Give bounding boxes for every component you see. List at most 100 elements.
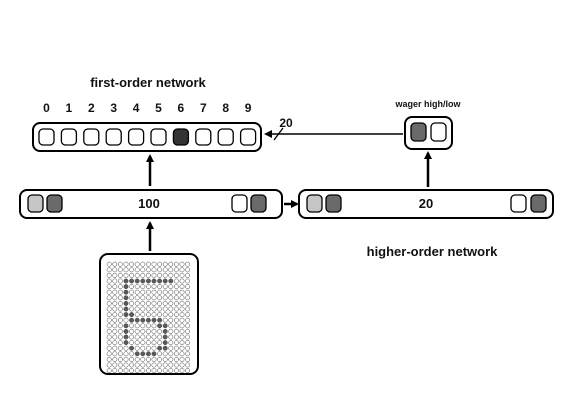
input-pixel-off <box>151 312 157 318</box>
input-pixel-off <box>129 340 135 346</box>
hidden-unit <box>510 194 527 213</box>
input-pixel-off <box>145 345 151 351</box>
input-pixel-off <box>168 323 174 329</box>
input-pixel-off <box>123 351 129 357</box>
input-pixel-off <box>117 300 123 306</box>
input-pixel-off <box>151 267 157 273</box>
input-pixel-off <box>140 261 146 267</box>
input-pixel-off <box>112 278 118 284</box>
input-pixel-off <box>173 272 179 278</box>
input-pixel-off <box>162 368 168 374</box>
input-pixel-off <box>123 267 129 273</box>
input-pixel-off <box>157 312 163 318</box>
input-pixel-off <box>134 267 140 273</box>
input-pixel-off <box>145 323 151 329</box>
input-pixel-off <box>157 362 163 368</box>
input-pixel-off <box>106 351 112 357</box>
input-pixel-off <box>173 261 179 267</box>
input-pixel-on <box>123 284 129 290</box>
input-pixel-off <box>157 300 163 306</box>
input-pixel-off <box>145 261 151 267</box>
input-pixel-off <box>173 351 179 357</box>
input-pixel-on <box>145 317 151 323</box>
input-pixel-off <box>129 295 135 301</box>
input-pixel-off <box>179 295 185 301</box>
input-pixel-off <box>168 340 174 346</box>
input-pixel-off <box>129 323 135 329</box>
first-order-hidden-units-label: 100 <box>138 196 160 211</box>
output-unit-0 <box>38 128 55 146</box>
output-unit-2 <box>83 128 100 146</box>
input-pixel-off <box>145 368 151 374</box>
hidden-unit <box>27 194 44 213</box>
input-pixel-off <box>134 261 140 267</box>
input-pixel-off <box>173 362 179 368</box>
input-pixel-off <box>179 300 185 306</box>
input-pixel-off <box>145 295 151 301</box>
input-pixel-off <box>106 272 112 278</box>
input-pixel-off <box>106 368 112 374</box>
input-pixel-off <box>145 334 151 340</box>
input-pixel-off <box>117 317 123 323</box>
input-pixel-off <box>168 334 174 340</box>
hidden-unit <box>46 194 63 213</box>
input-pixel-on <box>129 345 135 351</box>
input-pixel-off <box>173 340 179 346</box>
input-pixel-off <box>162 289 168 295</box>
input-pixel-off <box>145 289 151 295</box>
input-pixel-off <box>117 328 123 334</box>
input-pixel-on <box>140 351 146 357</box>
input-pixel-off <box>168 362 174 368</box>
input-pixel-off <box>145 267 151 273</box>
input-pixel-on <box>162 340 168 346</box>
input-pixel-off <box>112 368 118 374</box>
input-pixel-off <box>157 328 163 334</box>
input-pixel-off <box>134 306 140 312</box>
input-pixel-on <box>162 345 168 351</box>
input-pixel-off <box>106 278 112 284</box>
input-pixel-off <box>173 278 179 284</box>
input-pixel-off <box>112 362 118 368</box>
input-pixel-off <box>168 356 174 362</box>
input-pixel-off <box>162 261 168 267</box>
input-pixel-off <box>162 356 168 362</box>
input-pixel-off <box>185 261 191 267</box>
output-unit-4 <box>127 128 145 146</box>
input-pixel-off <box>106 306 112 312</box>
input-pixel-off <box>123 362 129 368</box>
input-pixel-on <box>129 278 135 284</box>
input-pixel-off <box>129 289 135 295</box>
input-pixel-on <box>123 295 129 301</box>
input-pixel-off <box>185 345 191 351</box>
input-pixel-off <box>151 295 157 301</box>
input-pixel-off <box>179 306 185 312</box>
input-pixel-off <box>123 261 129 267</box>
input-pixel-off <box>168 317 174 323</box>
input-pixel-off <box>106 345 112 351</box>
input-pixel-off <box>117 345 123 351</box>
input-pixel-off <box>185 306 191 312</box>
input-pixel-off <box>179 261 185 267</box>
input-pixel-off <box>179 368 185 374</box>
input-pixel-off <box>145 328 151 334</box>
input-pixel-off <box>129 261 135 267</box>
output-units <box>38 128 257 146</box>
input-pixel-off <box>173 306 179 312</box>
input-pixel-off <box>117 340 123 346</box>
output-unit-1 <box>60 128 78 146</box>
input-pixel-off <box>179 345 185 351</box>
input-pixel-on <box>145 351 151 357</box>
input-pixel-off <box>157 351 163 357</box>
input-pixel-off <box>168 267 174 273</box>
input-pixel-off <box>185 284 191 290</box>
input-pixel-off <box>145 312 151 318</box>
input-pixel-on <box>162 334 168 340</box>
first-order-network-title: first-order network <box>90 75 206 90</box>
input-pixel-off <box>140 267 146 273</box>
input-pixel-off <box>112 328 118 334</box>
input-pixel-off <box>157 306 163 312</box>
input-pixel-off <box>162 284 168 290</box>
input-pixel-off <box>106 317 112 323</box>
input-pixel-off <box>140 300 146 306</box>
